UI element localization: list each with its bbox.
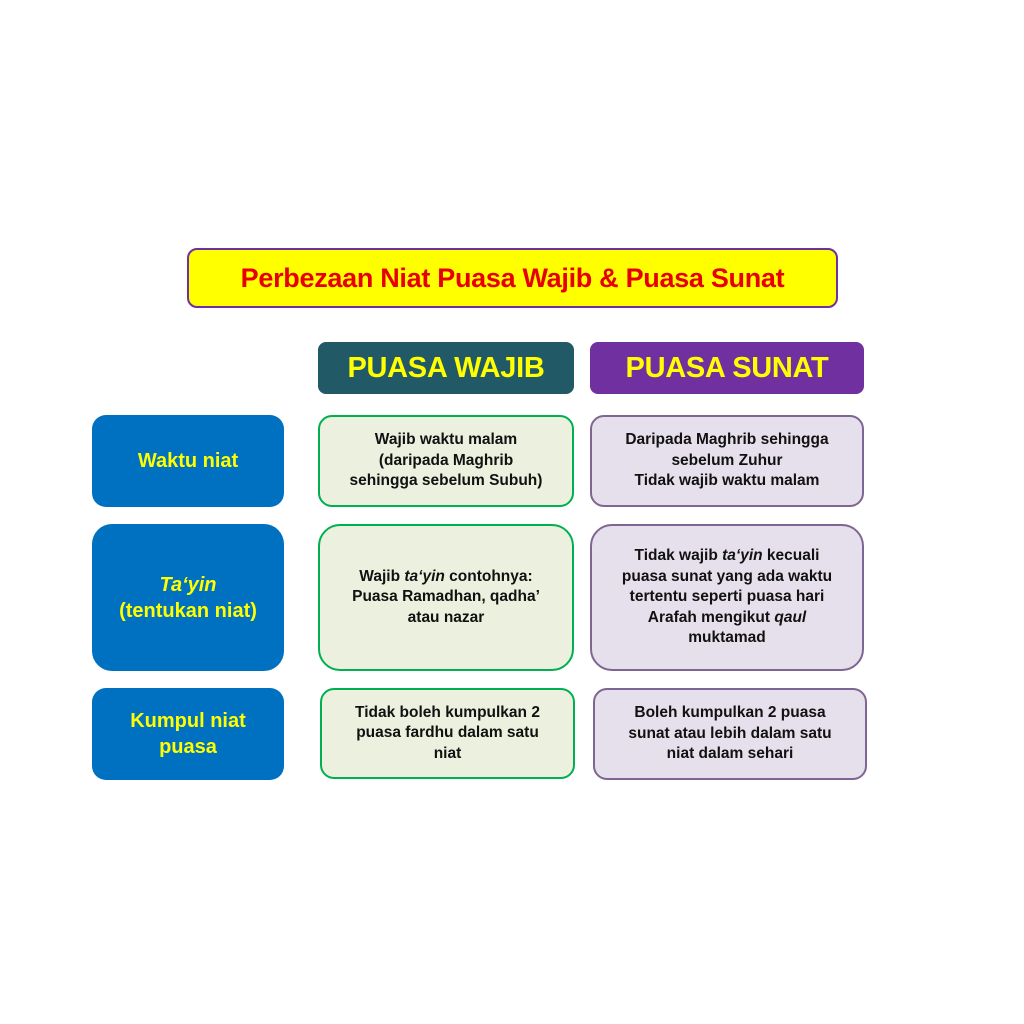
- cell-line: atau nazar: [407, 608, 485, 626]
- cell-wajib-waktu-niat: Wajib waktu malam (daripada Maghrib sehi…: [318, 415, 574, 507]
- cell-line: Tidak wajib ta‘yin kecuali: [634, 547, 820, 565]
- cell-line: Arafah mengikut qaul: [647, 608, 807, 626]
- title-text: Perbezaan Niat Puasa Wajib & Puasa Sunat: [240, 262, 785, 293]
- cell-sunat-kumpul-niat: Boleh kumpulkan 2 puasa sunat atau lebih…: [593, 688, 867, 780]
- cell-line: Wajib ta‘yin contohnya:: [359, 567, 533, 585]
- cell-line: puasa fardhu dalam satu: [356, 724, 539, 742]
- cell-line: niat dalam sehari: [666, 745, 794, 763]
- label-line: Kumpul niat: [130, 710, 246, 732]
- cell-line: muktamad: [688, 629, 766, 647]
- header-puasa-sunat: PUASA SUNAT: [590, 342, 864, 394]
- cell-line: Tidak boleh kumpulkan 2: [355, 703, 540, 721]
- row-label-waktu-niat: Waktu niat: [92, 415, 284, 507]
- cell-line: Daripada Maghrib sehingga: [625, 431, 829, 449]
- label-line: puasa: [159, 736, 217, 758]
- cell-line: Tidak wajib waktu malam: [634, 472, 820, 490]
- cell-line: sebelum Zuhur: [671, 451, 783, 469]
- cell-line: (daripada Maghrib: [378, 451, 514, 469]
- diagram-title: Perbezaan Niat Puasa Wajib & Puasa Sunat: [187, 248, 838, 308]
- label-line: Ta‘yin: [159, 573, 217, 596]
- row-label-kumpul-niat: Kumpul niat puasa: [92, 688, 284, 780]
- cell-wajib-tayin: Wajib ta‘yin contohnya: Puasa Ramadhan, …: [318, 524, 574, 671]
- cell-line: tertentu seperti puasa hari: [629, 588, 825, 606]
- cell-line: puasa sunat yang ada waktu: [621, 567, 833, 585]
- cell-line: Puasa Ramadhan, qadha’: [352, 588, 540, 606]
- header-wajib-text: PUASA WAJIB: [347, 351, 545, 384]
- cell-line: Boleh kumpulkan 2 puasa: [634, 704, 826, 722]
- label-line: Waktu niat: [137, 450, 239, 472]
- cell-line: niat: [433, 744, 462, 762]
- header-sunat-text: PUASA SUNAT: [625, 351, 829, 384]
- cell-line: sunat atau lebih dalam satu: [628, 724, 832, 742]
- cell-wajib-kumpul-niat: Tidak boleh kumpulkan 2 puasa fardhu dal…: [320, 688, 575, 779]
- row-label-tayin: Ta‘yin (tentukan niat): [92, 524, 284, 671]
- label-line: (tentukan niat): [119, 599, 257, 622]
- header-puasa-wajib: PUASA WAJIB: [318, 342, 574, 394]
- cell-line: sehingga sebelum Subuh): [349, 472, 543, 490]
- cell-line: Wajib waktu malam: [374, 431, 518, 449]
- cell-sunat-tayin: Tidak wajib ta‘yin kecuali puasa sunat y…: [590, 524, 864, 671]
- cell-sunat-waktu-niat: Daripada Maghrib sehingga sebelum Zuhur …: [590, 415, 864, 507]
